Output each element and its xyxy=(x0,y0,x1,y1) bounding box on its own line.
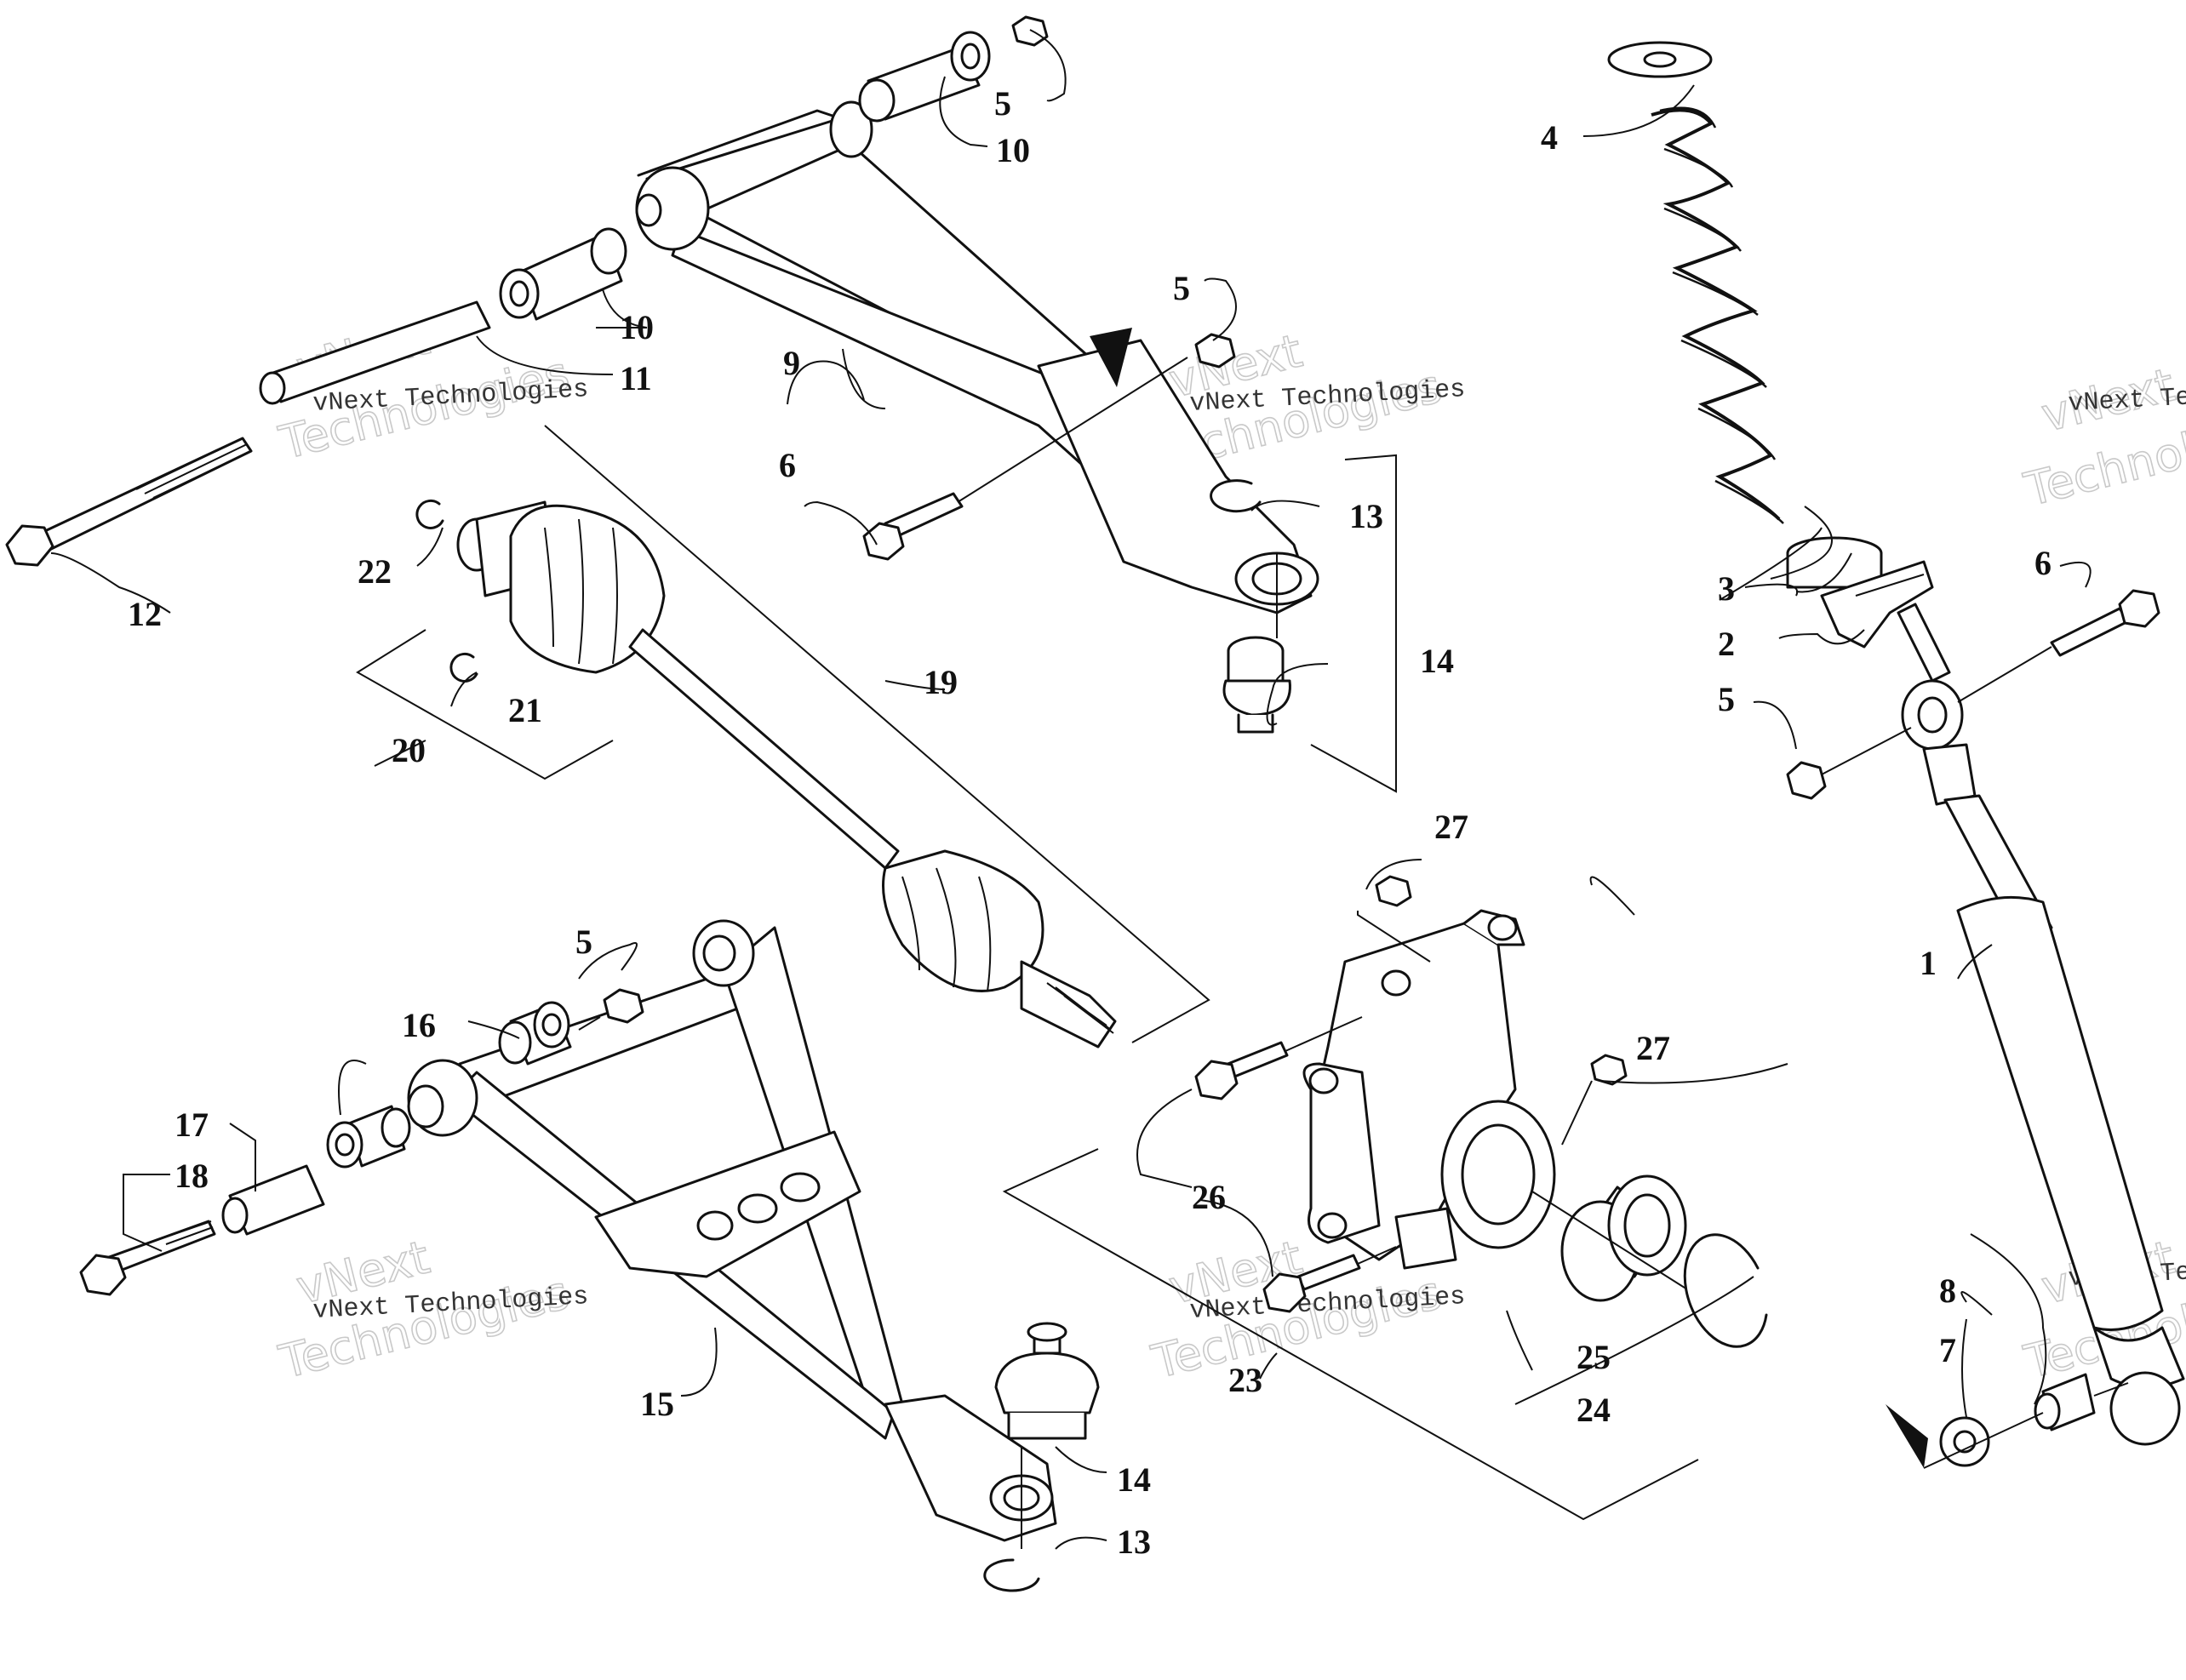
retaining-ring xyxy=(1683,1233,1768,1348)
callout-17: 17 xyxy=(175,1106,209,1144)
steering-knuckle xyxy=(1302,909,1556,1270)
upper-bolt-axis xyxy=(957,357,1188,503)
knuckle-bolt-lower xyxy=(1262,1254,1361,1313)
callout-5c: 5 xyxy=(1718,680,1735,718)
callout-8: 8 xyxy=(1939,1271,1956,1310)
callout-11: 11 xyxy=(620,359,652,397)
callout-5b: 5 xyxy=(1173,269,1190,307)
callouts: 1 2 3 4 5 5 5 5 6 6 7 8 9 10 10 11 12 13… xyxy=(128,84,2052,1561)
callout-5a: 5 xyxy=(994,84,1011,123)
callout-27a: 27 xyxy=(1434,808,1468,846)
upper-pivot-tube xyxy=(259,300,491,405)
callout-20: 20 xyxy=(392,731,426,769)
callout-19: 19 xyxy=(924,663,958,701)
upper-arm-bolt xyxy=(5,437,253,567)
drive-shaft xyxy=(456,500,1117,1049)
callout-1: 1 xyxy=(1920,944,1937,982)
upper-bushing-front xyxy=(499,227,627,321)
wheel-bearing xyxy=(1560,1174,1687,1302)
upper-marker-triangle xyxy=(1090,328,1132,387)
upper-ball-joint xyxy=(1222,636,1291,734)
upper-bushing-top xyxy=(858,15,1049,123)
lower-marker-triangle xyxy=(1886,1404,1928,1468)
callout-16: 16 xyxy=(402,1006,436,1044)
callout-2: 2 xyxy=(1718,625,1735,663)
boot-kit-bracket xyxy=(356,629,614,780)
callout-22: 22 xyxy=(358,552,392,591)
callout-6a: 6 xyxy=(779,446,796,484)
lower-bushing-front xyxy=(326,1105,411,1169)
lower-circlip xyxy=(983,1558,1040,1592)
callout-6b: 6 xyxy=(2034,544,2052,582)
callout-18: 18 xyxy=(175,1157,209,1195)
callout-9: 9 xyxy=(783,344,800,382)
knuckle-top-bracket xyxy=(1357,911,1431,963)
lower-nut xyxy=(603,988,644,1024)
shock-absorber xyxy=(1897,603,2185,1446)
lower-pivot-tube xyxy=(221,1164,325,1236)
callout-14a: 14 xyxy=(1420,642,1454,680)
callout-27b: 27 xyxy=(1636,1029,1670,1067)
knuckle-nut-top xyxy=(1375,875,1412,907)
callout-14b: 14 xyxy=(1117,1460,1151,1499)
leader-lines xyxy=(50,29,2092,1550)
lower-a-arm xyxy=(407,919,1057,1542)
shock-bushing-lower xyxy=(2034,1373,2096,1431)
knuckle-bracket xyxy=(1002,1148,1699,1521)
knuckle-nut-side xyxy=(1590,1054,1628,1086)
lower-ball-joint xyxy=(994,1322,1100,1440)
coil-spring xyxy=(1607,41,1784,524)
callout-7: 7 xyxy=(1939,1331,1956,1369)
upper-bolt xyxy=(862,492,964,561)
callout-25: 25 xyxy=(1577,1338,1611,1376)
callout-5d: 5 xyxy=(575,923,592,961)
shock-nut-top xyxy=(1786,761,1827,800)
lower-bushing-rear xyxy=(498,1001,572,1066)
knuckle-bolt-upper xyxy=(1194,1041,1289,1100)
callout-10b: 10 xyxy=(620,308,654,346)
inner-snap-ring xyxy=(415,499,444,529)
callout-13b: 13 xyxy=(1117,1523,1151,1561)
spring-seat-collar xyxy=(1786,536,1883,589)
callout-15: 15 xyxy=(640,1385,674,1423)
spring-adjuster xyxy=(1820,560,1934,649)
callout-21: 21 xyxy=(508,691,542,729)
callout-12: 12 xyxy=(128,595,162,633)
shock-bolt-top xyxy=(2050,589,2160,657)
lower-arm-bolt xyxy=(79,1220,216,1296)
outer-snap-ring xyxy=(449,652,478,683)
callout-24: 24 xyxy=(1577,1391,1611,1429)
callout-4: 4 xyxy=(1541,118,1558,157)
callout-13a: 13 xyxy=(1349,497,1383,535)
callout-23: 23 xyxy=(1228,1361,1262,1399)
shock-washer-lower xyxy=(1939,1416,1990,1467)
callout-10a: 10 xyxy=(996,131,1030,169)
drive-shaft-bracket xyxy=(544,425,1210,1043)
upper-nut xyxy=(1194,333,1236,369)
upper-circlip xyxy=(1210,479,1262,513)
callout-26: 26 xyxy=(1192,1178,1226,1216)
callout-3: 3 xyxy=(1718,569,1735,608)
watermark-3: vNext Technologies xyxy=(2018,357,2186,517)
